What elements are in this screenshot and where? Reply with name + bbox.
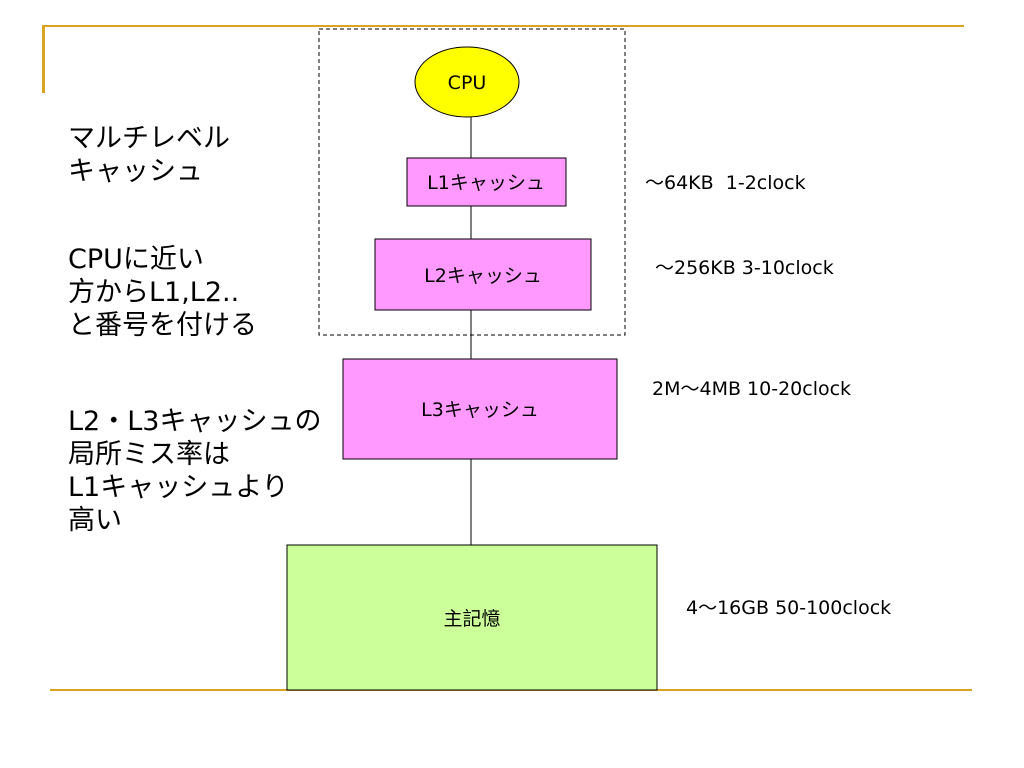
note-line: L1キャッシュより [68, 472, 289, 503]
l2-cache-node [374, 238, 592, 311]
l2-cache-label: L2キャッシュ [424, 265, 542, 287]
main-memory-node [286, 544, 658, 691]
note-multilevel-cache: マルチレベル キャッシュ [68, 122, 230, 188]
main-memory-spec-label: 4～16GB 50-100clock [686, 597, 892, 619]
note-numbering: CPUに近い 方からL1,L2.. と番号を付ける [68, 243, 257, 342]
on-chip-boundary [318, 28, 626, 336]
slide-top-rule [42, 25, 964, 27]
slide-left-rule [42, 25, 45, 93]
note-line: キャッシュ [68, 156, 203, 187]
l1-cache-label: L1キャッシュ [427, 172, 545, 194]
l2-spec-label: ～256KB 3-10clock [655, 257, 834, 279]
main-memory-label: 主記憶 [443, 608, 500, 630]
l3-cache-label: L3キャッシュ [421, 399, 539, 421]
cpu-node [414, 46, 520, 118]
note-line: 高い [68, 505, 122, 536]
note-line: 方からL1,L2.. [68, 277, 240, 308]
note-local-miss-rate: L2・L3キャッシュの 局所ミス率は L1キャッシュより 高い [68, 405, 321, 537]
l3-cache-node [342, 358, 618, 460]
note-line: と番号を付ける [68, 310, 257, 341]
note-line: マルチレベル [68, 123, 230, 154]
note-line: CPUに近い [68, 244, 204, 275]
cpu-label: CPU [448, 72, 487, 94]
l1-cache-node [406, 157, 567, 207]
l3-spec-label: 2M～4MB 10-20clock [652, 378, 852, 400]
note-line: 局所ミス率は [68, 439, 230, 470]
l1-spec-label: ～64KB 1-2clock [645, 172, 806, 194]
note-line: L2・L3キャッシュの [68, 406, 322, 437]
